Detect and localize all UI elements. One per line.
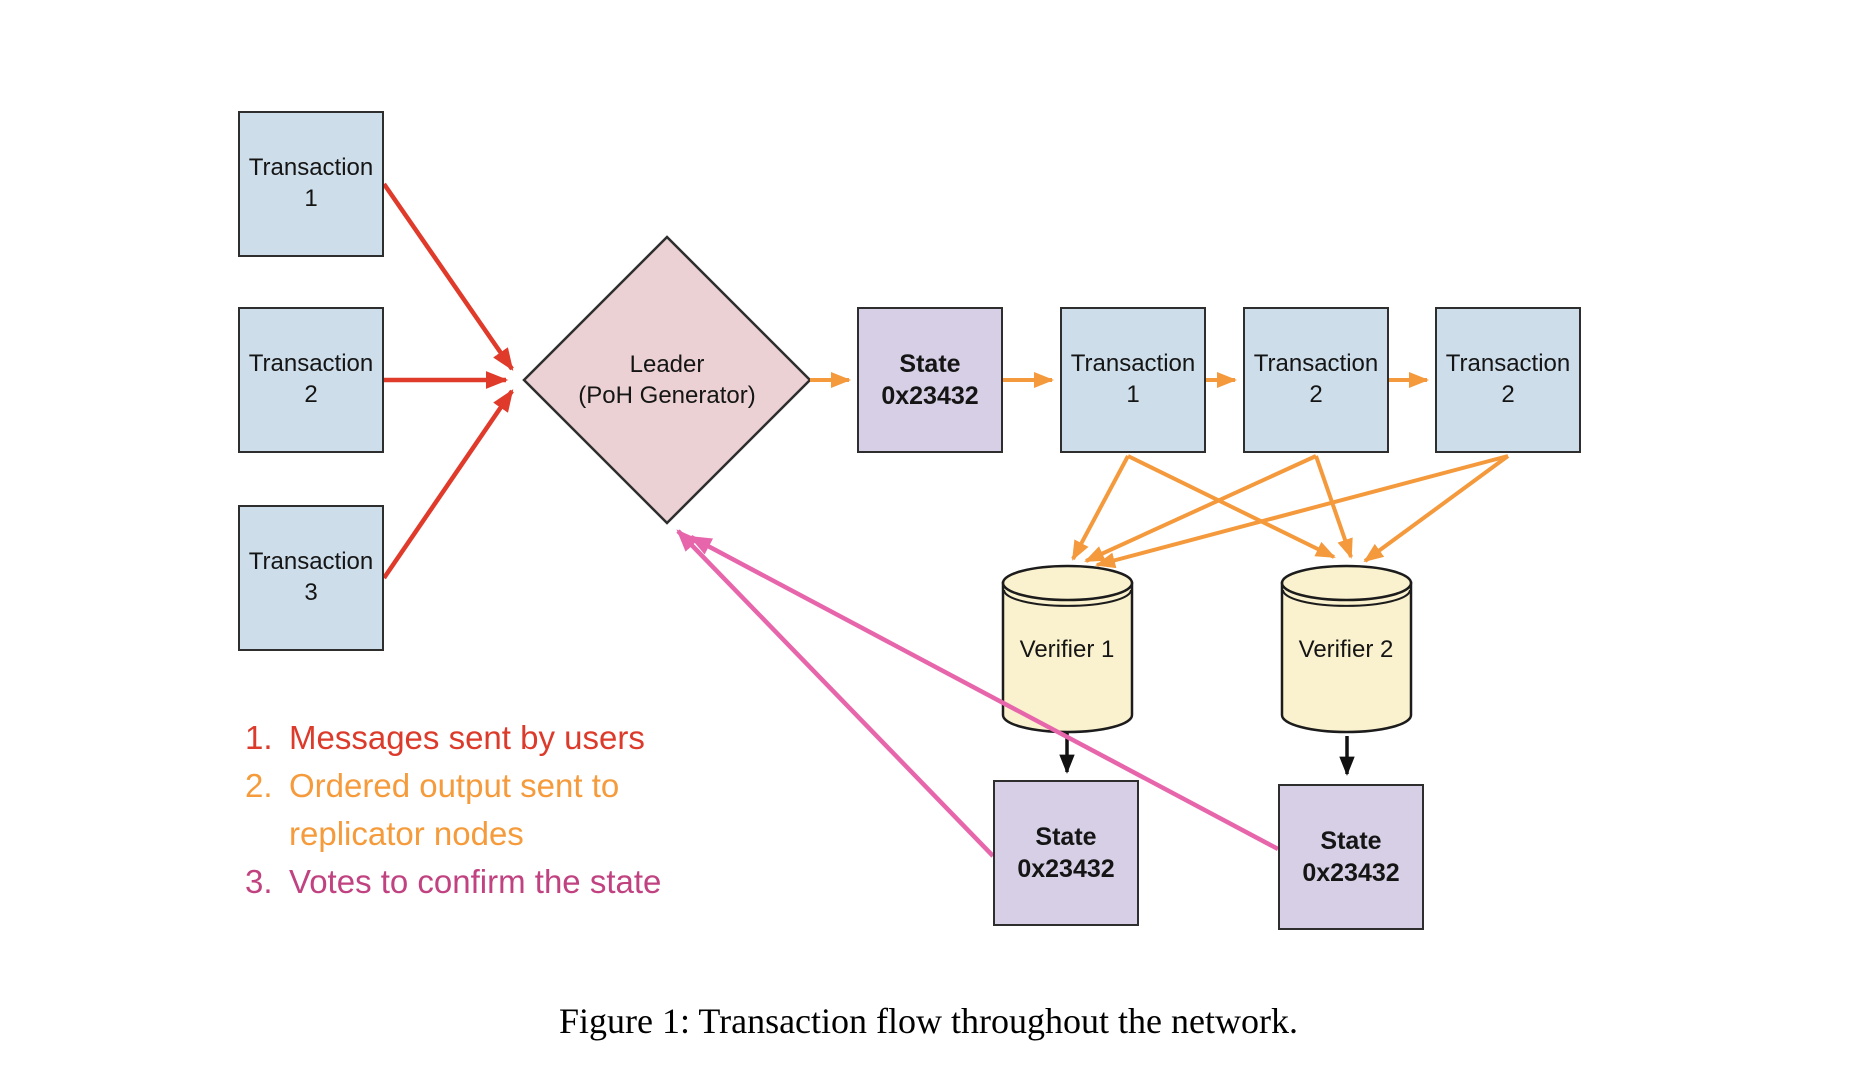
state-write-arrows xyxy=(1059,733,1355,776)
legend-text: Ordered output sent to replicator nodes xyxy=(289,767,620,852)
arrow-otx3-to-verifier2 xyxy=(1363,454,1510,563)
arrow-state2-vote-to-leader xyxy=(689,535,1280,851)
arrow-state1-vote-to-leader xyxy=(676,529,995,858)
legend-item-ordered-output: 2. Ordered output sent to replicator nod… xyxy=(245,762,661,858)
legend-item-votes: 3. Votes to confirm the state xyxy=(245,858,661,906)
figure-caption: Figure 1: Transaction flow throughout th… xyxy=(559,1001,1298,1041)
legend-number: 1. xyxy=(245,719,273,756)
node-ordered-transaction-3: Transaction 2 xyxy=(1435,307,1581,453)
arrow-otx2-to-verifier2 xyxy=(1314,455,1353,559)
legend-text: Messages sent by users xyxy=(289,719,645,756)
legend-number: 2. xyxy=(245,767,273,804)
legend-item-messages: 1. Messages sent by users xyxy=(245,714,661,762)
arrow-tx3-to-leader xyxy=(382,389,514,580)
node-user-transaction-2: Transaction 2 xyxy=(238,307,384,453)
node-verifier-1-label: Verifier 1 xyxy=(1019,636,1115,663)
node-user-transaction-1: Transaction 1 xyxy=(238,111,384,257)
vote-arrows xyxy=(676,529,1280,858)
node-generated-state: State 0x23432 xyxy=(857,307,1003,453)
arrow-otx1-to-verifier1 xyxy=(1071,455,1130,561)
node-ordered-transaction-1: Transaction 1 xyxy=(1060,307,1206,453)
arrow-otx3-to-verifier1 xyxy=(1095,454,1509,569)
replication-fanout-arrows xyxy=(1071,454,1510,569)
node-verifier-2-label: Verifier 2 xyxy=(1298,636,1394,663)
node-user-transaction-3: Transaction 3 xyxy=(238,505,384,651)
verifier1-cylinder-shape xyxy=(1001,564,1134,734)
message-arrows xyxy=(382,182,514,580)
arrow-otx2-to-verifier1 xyxy=(1084,454,1317,563)
arrow-otx1-to-verifier2 xyxy=(1127,454,1336,559)
node-ordered-transaction-2: Transaction 2 xyxy=(1243,307,1389,453)
legend-number: 3. xyxy=(245,863,273,900)
arrow-tx1-to-leader xyxy=(382,182,514,371)
node-verifier2-state: State 0x23432 xyxy=(1278,784,1424,930)
verifier2-cylinder-shape xyxy=(1280,564,1413,734)
node-verifier1-state: State 0x23432 xyxy=(993,780,1139,926)
legend-text: Votes to confirm the state xyxy=(289,863,662,900)
legend: 1. Messages sent by users 2. Ordered out… xyxy=(245,714,661,906)
node-leader-label: Leader (PoH Generator) xyxy=(578,350,756,409)
